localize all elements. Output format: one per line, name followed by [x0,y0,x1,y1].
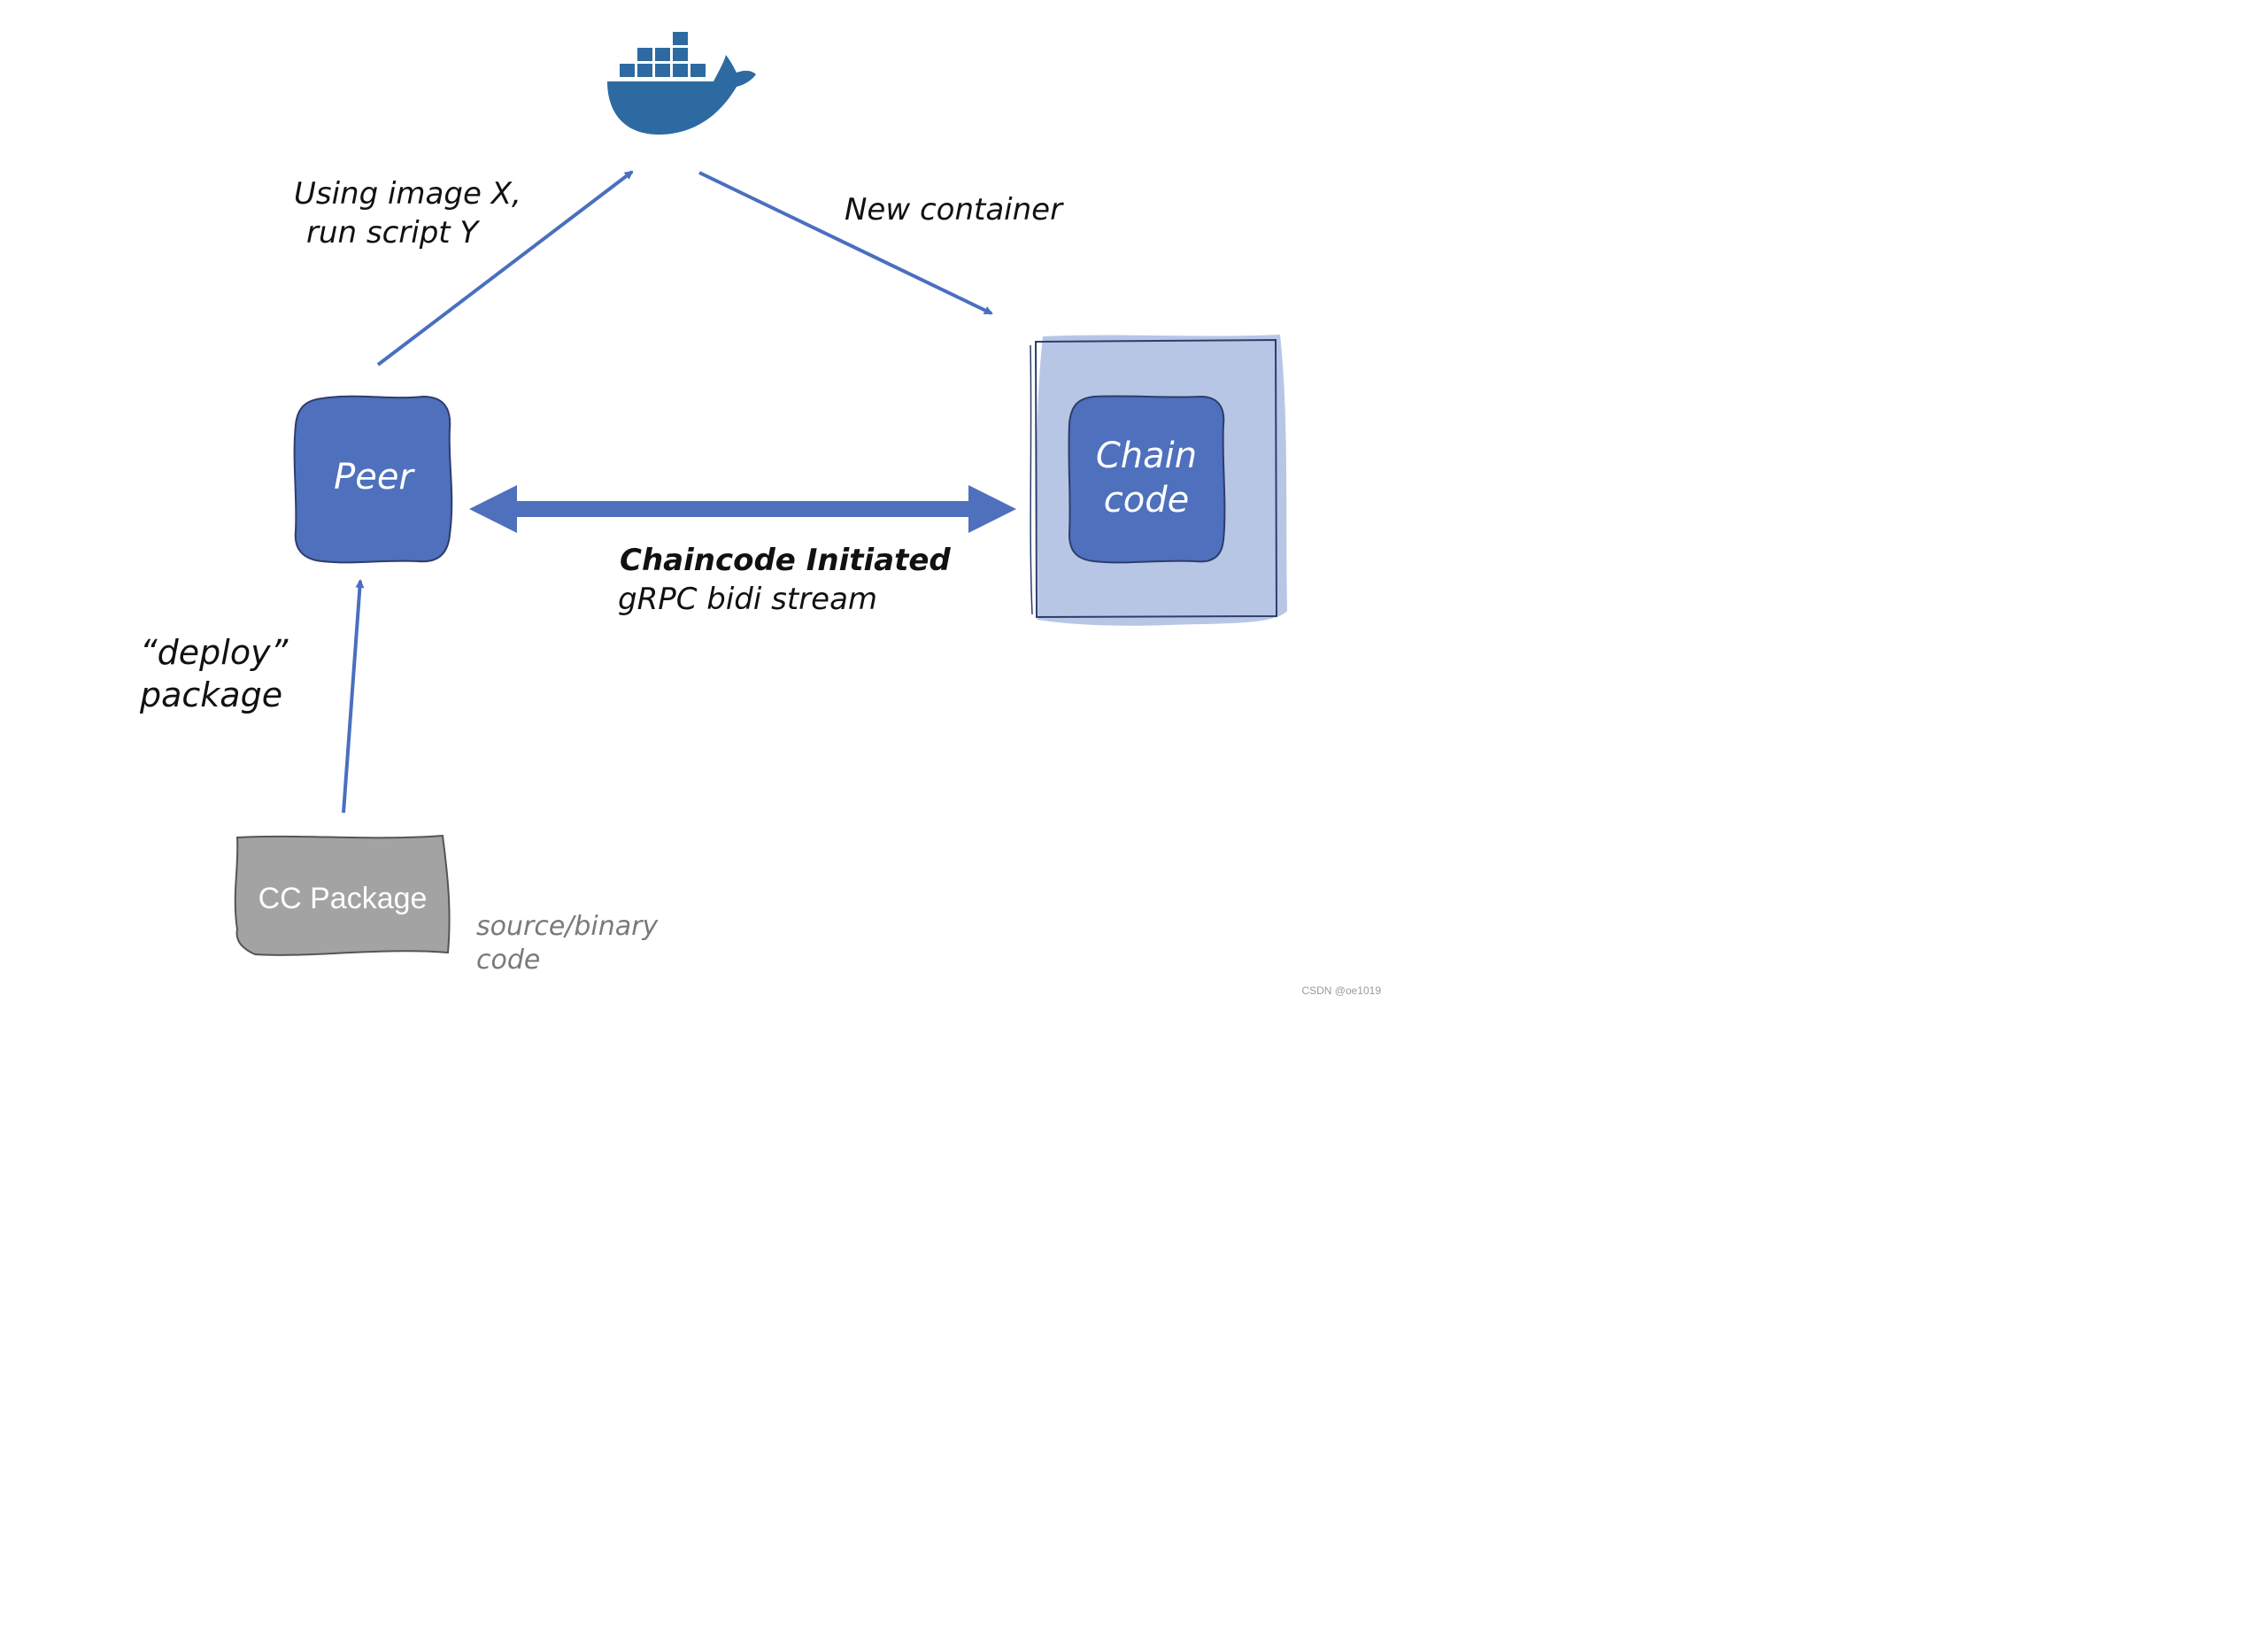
bidi-stream-arrow [469,485,1016,533]
docker-to-chaincode-label: New container [845,192,1064,228]
stream-label-line1: Chaincode Initiated [620,543,951,578]
arrow-docker-to-chaincode [698,171,993,315]
cc-package-label: CC Package [258,882,428,915]
peer-node [293,395,453,564]
arrow-peer-to-docker [376,170,634,367]
cc-package-note-line2: code [476,945,540,976]
cc-package-note-line1: source/binary [476,911,660,942]
peer-to-docker-label-line2: run script Y [306,215,480,251]
chaincode-label-line2: code [1104,480,1189,521]
docker-whale-icon [607,32,756,135]
chaincode-label-line1: Chain [1096,436,1197,476]
peer-label: Peer [334,457,415,498]
cc-package-node [234,834,451,956]
deploy-label-line1: “deploy” [140,633,289,672]
chaincode-deploy-diagram: Peer Chain code CC Package source/binary… [139,32,1287,976]
watermark: CSDN @oe1019 [1301,984,1381,997]
stream-label-line2: gRPC bidi stream [618,582,877,617]
deploy-label-line2: package [139,675,282,714]
chaincode-node [1068,395,1226,564]
peer-to-docker-label-line1: Using image X, [294,176,521,212]
arrow-package-to-peer [342,579,365,814]
